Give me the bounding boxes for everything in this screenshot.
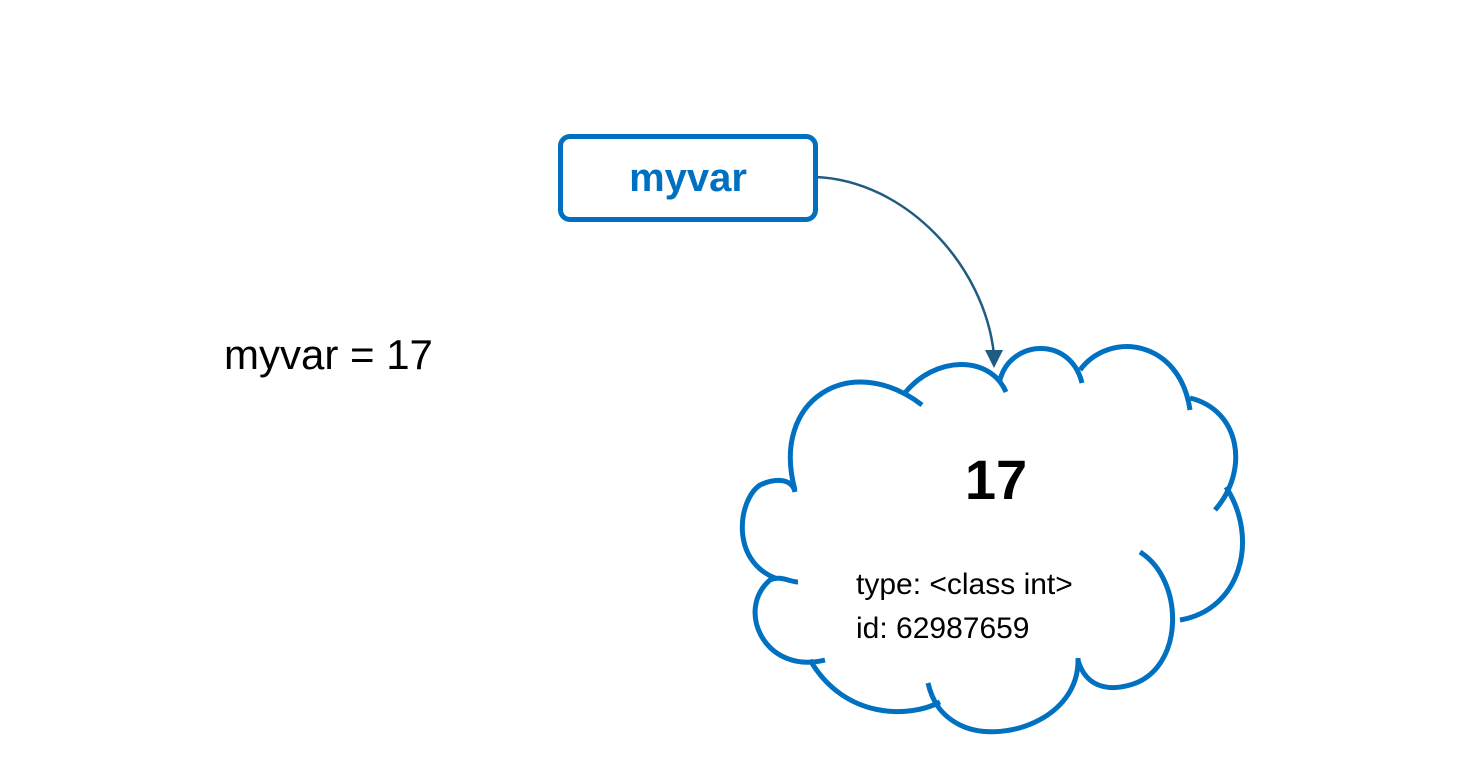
reference-arrowhead xyxy=(985,350,1003,368)
object-id-label: id: 62987659 xyxy=(856,612,1030,645)
variable-name-label: myvar xyxy=(629,155,747,200)
reference-arrow xyxy=(814,175,996,356)
object-type-label: type: <class int> xyxy=(856,568,1073,601)
code-statement: myvar = 17 xyxy=(224,331,433,378)
object-cloud xyxy=(739,344,1246,735)
object-value: 17 xyxy=(964,448,1028,511)
variable-box: myvar xyxy=(558,134,818,222)
